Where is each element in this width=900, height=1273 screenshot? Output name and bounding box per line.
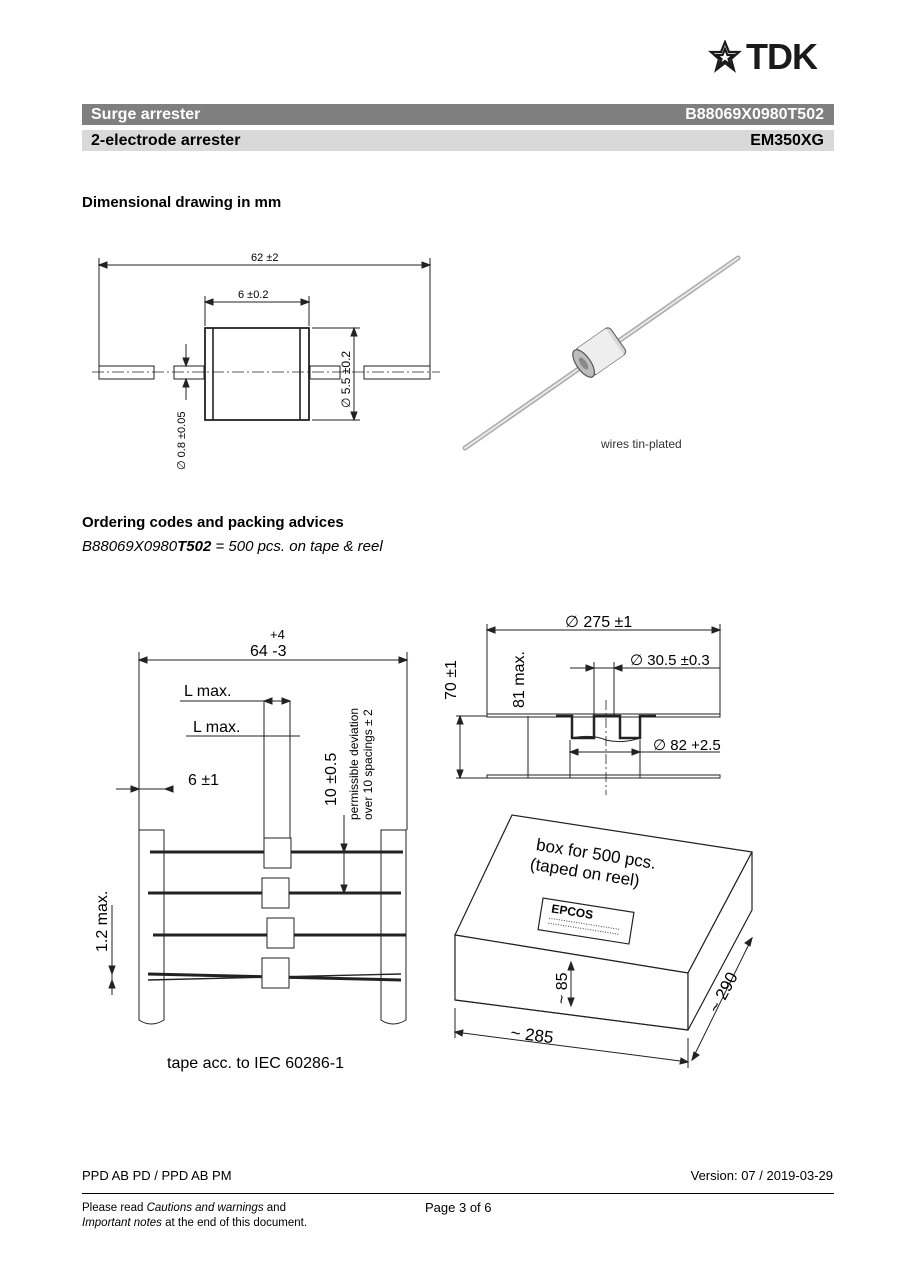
footer-note: Please read Cautions and warnings and Im… xyxy=(82,1202,308,1229)
dim-total-label: 62 ±2 xyxy=(251,252,278,264)
header-bar-series: 2-electrode arrester EM350XG xyxy=(82,130,834,151)
l-max-label-1: L max. xyxy=(184,683,231,700)
tdk-logo: TDK xyxy=(708,38,836,76)
six-label: 6 ±1 xyxy=(188,772,219,789)
footer-version: Version: 07 / 2019-03-29 xyxy=(690,1168,833,1183)
logo-text: TDK xyxy=(746,36,818,77)
product-subtype: 2-electrode arrester xyxy=(91,131,241,149)
wires-note: wires tin-plated xyxy=(600,437,682,451)
ordering-heading: Ordering codes and packing advices xyxy=(82,514,344,531)
box-drawing: box for 500 pcs. (taped on reel) EPCOS ~… xyxy=(453,814,753,1068)
reel-drawing: ∅ 275 ±1 ∅ 30.5 ±0.3 ∅ 82 +2.5 70 ±1 81 … xyxy=(443,614,722,795)
product-type: Surge arrester xyxy=(91,105,201,123)
reel-outer-diameter: ∅ 275 ±1 xyxy=(565,614,632,631)
tape-drawing: +4 64 -3 L max. L max. 10 ±0.5 permissib… xyxy=(94,627,409,1072)
dimensional-drawing: 62 ±2 6 ±0.2 ∅ 5.5 ±0.2 ∅ 0.8 ±0.05 wire… xyxy=(92,252,741,470)
footer-page-number: Page 3 of 6 xyxy=(425,1200,492,1215)
tape-width-label: 64 -3 xyxy=(250,643,287,660)
tape-caption: tape acc. to IEC 60286-1 xyxy=(167,1055,344,1072)
one-two-label: 1.2 max. xyxy=(94,891,111,952)
box-height-label: ~ 85 xyxy=(554,972,571,1004)
box-width-label: ~ 285 xyxy=(510,1023,555,1047)
component-3d-view xyxy=(462,255,741,451)
l-max-label-2: L max. xyxy=(193,719,240,736)
product-series: EM350XG xyxy=(750,131,824,149)
deviation-label-2: over 10 spacings ± 2 xyxy=(361,709,375,820)
deviation-label-1: permissible deviation xyxy=(347,708,361,820)
reel-core-diameter: ∅ 82 +2.5 xyxy=(653,737,721,754)
dim-diameter-label: ∅ 5.5 ±0.2 xyxy=(339,351,353,408)
footer-divider xyxy=(82,1193,834,1194)
reel-height-70: 70 ±1 xyxy=(443,660,460,700)
footer-department: PPD AB PD / PPD AB PM xyxy=(82,1168,232,1183)
dimensional-heading: Dimensional drawing in mm xyxy=(82,194,282,211)
dim-wire-label: ∅ 0.8 ±0.05 xyxy=(176,412,188,470)
ordering-code-line: B88069X0980T502 = 500 pcs. on tape & ree… xyxy=(82,538,383,555)
header-bar-product: Surge arrester B88069X0980T502 xyxy=(82,104,834,125)
reel-hub-diameter: ∅ 30.5 ±0.3 xyxy=(630,652,710,669)
product-code: B88069X0980T502 xyxy=(685,105,824,123)
tdk-star-icon xyxy=(708,40,742,73)
dim-body-label: 6 ±0.2 xyxy=(238,289,269,301)
box-brand: EPCOS xyxy=(550,902,594,922)
reel-height-81: 81 max. xyxy=(511,651,528,708)
tape-tol-plus: +4 xyxy=(270,627,285,642)
spacing-label: 10 ±0.5 xyxy=(323,753,340,806)
